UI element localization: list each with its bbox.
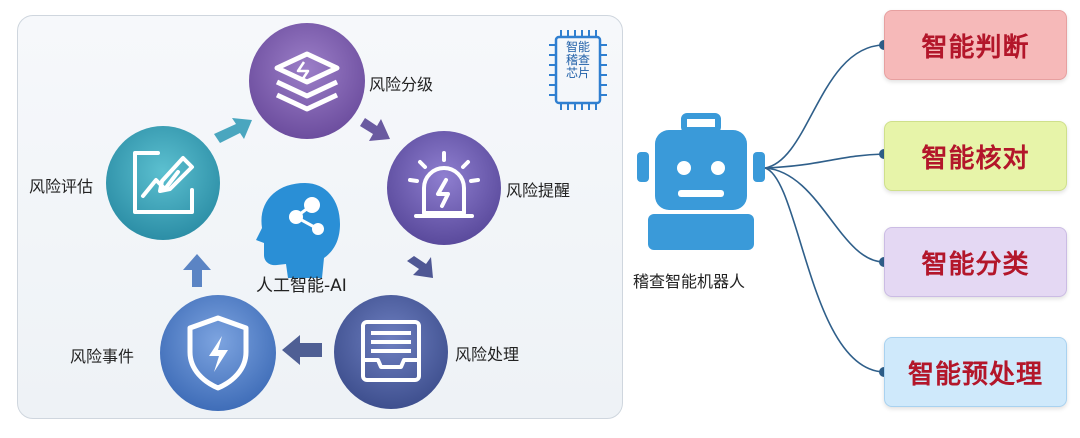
chip-icon (549, 30, 607, 110)
function-box-preprocessing: 智能预处理 (884, 337, 1067, 407)
chart-edit-icon (133, 151, 194, 214)
chip-label: 智能 稽查 芯片 (561, 41, 595, 80)
node-label-grading: 风险分级 (369, 75, 434, 94)
function-box-classification: 智能分类 (884, 227, 1067, 297)
node-risk-handling (334, 295, 448, 409)
center-label: 人工智能-AI (256, 276, 347, 296)
node-label-assessment: 风险评估 (29, 177, 94, 196)
node-label-event: 风险事件 (70, 347, 135, 366)
function-box-verification: 智能核对 (884, 121, 1067, 191)
robot-label: 稽查智能机器人 (633, 272, 746, 291)
arrow-assessment-to-grading (214, 118, 252, 143)
arrow-event-to-assessment (183, 254, 211, 287)
shield-bolt-icon (187, 315, 249, 391)
arrow-alert-to-handling (407, 256, 433, 278)
chip-label-line: 智能 (565, 40, 590, 54)
node-risk-assessment (106, 126, 220, 240)
arrow-grading-to-alert (360, 118, 390, 141)
chip-label-line: 芯片 (565, 66, 590, 80)
robot-icon (637, 113, 765, 250)
inbox-icon (361, 320, 421, 382)
node-risk-grading (249, 23, 365, 139)
arrow-handling-to-event (282, 335, 322, 365)
robot-connectors (764, 44, 885, 373)
chip-label-line: 稽查 (565, 53, 590, 67)
ai-head-icon (256, 183, 340, 278)
node-risk-alert (387, 131, 501, 245)
layers-icon (274, 51, 340, 112)
node-label-alert: 风险提醒 (506, 181, 571, 200)
alarm-icon (408, 151, 480, 218)
node-risk-event (160, 295, 276, 411)
node-label-handling: 风险处理 (455, 345, 520, 364)
function-box-judgment: 智能判断 (884, 10, 1067, 80)
cycle-arrows (183, 118, 433, 365)
connector-dots (879, 40, 889, 377)
